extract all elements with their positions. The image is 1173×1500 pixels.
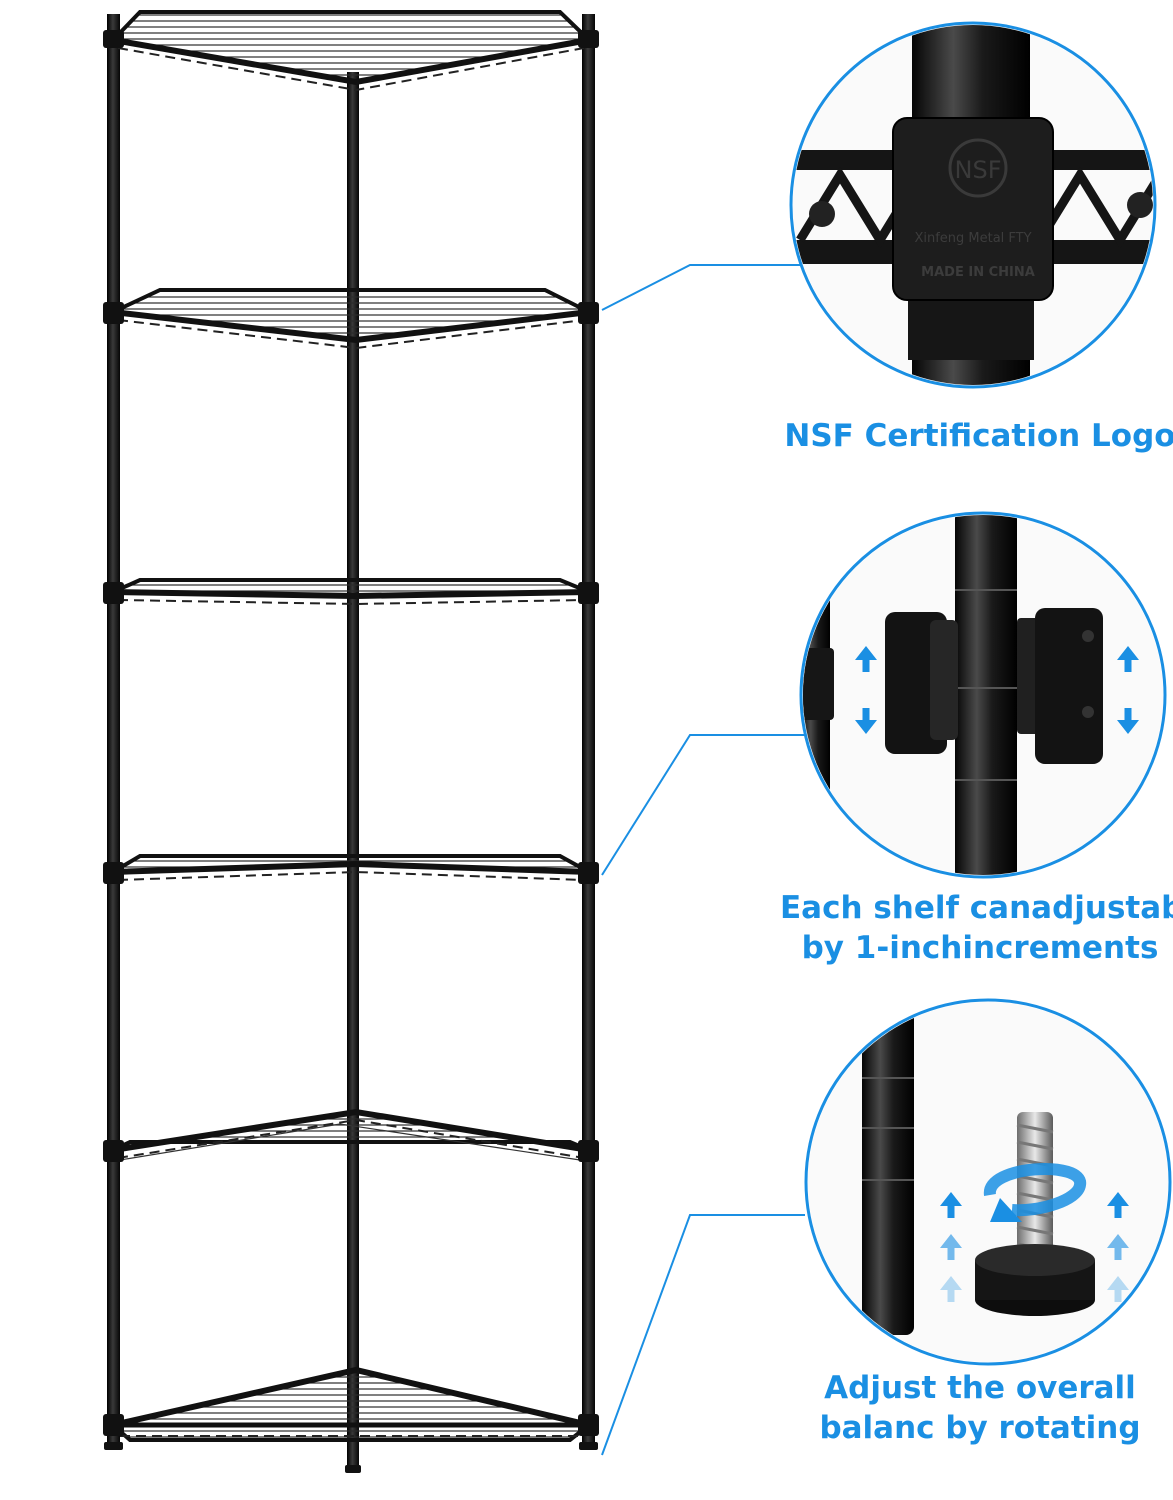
caption-shelf-adjustable: Each shelf canadjustable by 1-inchincrem… [780,888,1173,968]
callout-balance-detail [804,998,1172,1366]
shelf-6 [108,1366,594,1442]
corner-shelf-unit [103,10,599,1473]
caption-line: NSF Certification Logo [784,418,1173,454]
callout-adjustable-detail [799,511,1167,879]
caption-line: balanc by rotating [819,1410,1141,1446]
caption-balance-rotating: Adjust the overall balanc by rotating [780,1368,1173,1448]
shelf-3 [112,578,590,606]
caption-line: Each shelf canadjustable [780,890,1173,926]
callout-connectors [601,264,815,1456]
nsf-logo [948,138,1008,198]
shelf-4 [111,854,590,881]
shelf-1 [108,10,594,92]
callout-nsf-detail: NSF Xinfeng Metal FTY MADE IN CHINA [789,21,1157,389]
right-pole [582,14,595,1446]
shelf-2 [105,288,596,350]
left-pole [107,14,120,1446]
nsf-logo-text: NSF [955,156,1002,184]
caption-line: Adjust the overall [824,1370,1136,1406]
rear-pole [347,72,359,1470]
caption-line: by 1-inchincrements [801,930,1159,966]
stamp-line-1: Xinfeng Metal FTY [914,231,1031,246]
caption-nsf-certification: NSF Certification Logo [780,416,1173,456]
stamp-line-2: MADE IN CHINA [921,265,1035,280]
pole-collars [103,30,599,1473]
rotate-arrow-icon [984,1163,1086,1217]
